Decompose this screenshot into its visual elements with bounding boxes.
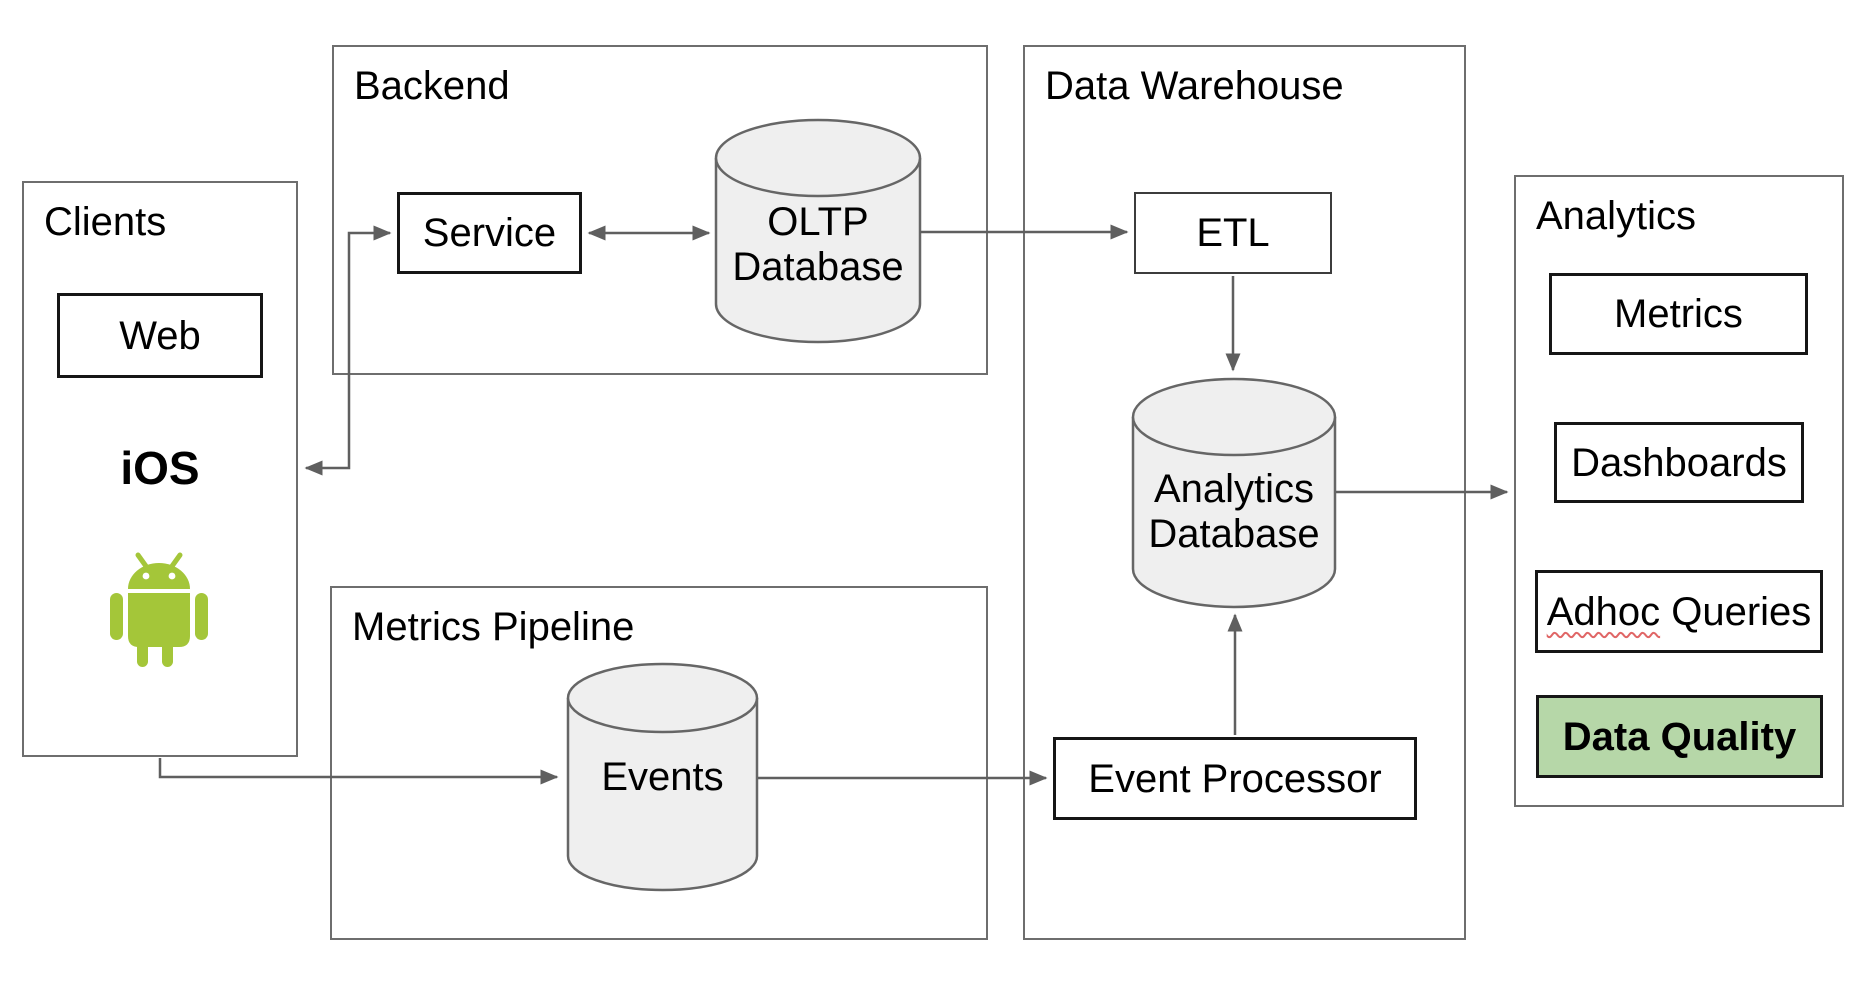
node-metrics: Metrics [1549, 273, 1808, 355]
events-cylinder-label: Events [568, 664, 757, 890]
queries-word: Queries [1671, 589, 1812, 634]
event-processor-label: Event Processor [1088, 756, 1382, 801]
data-warehouse-group-label: Data Warehouse [1045, 64, 1344, 108]
node-etl: ETL [1134, 192, 1332, 274]
analytics-db-label-line1: Analytics [1153, 467, 1315, 511]
analytics-database-cylinder [1131, 377, 1337, 609]
analytics-database-label: Analytics Database [1133, 417, 1335, 607]
node-dashboards: Dashboards [1554, 422, 1804, 503]
node-event-processor: Event Processor [1053, 737, 1417, 820]
node-service: Service [397, 192, 582, 274]
oltp-label-line1: OLTP [767, 200, 869, 244]
container-metrics-pipeline: Metrics Pipeline [330, 586, 988, 940]
metrics-label: Metrics [1614, 292, 1743, 336]
connector-clients-events [158, 758, 559, 785]
events-label: Events [601, 754, 724, 799]
adhoc-word-misspelled: Adhoc [1546, 589, 1661, 634]
etl-label: ETL [1196, 211, 1270, 255]
backend-group-label: Backend [354, 64, 510, 108]
clients-group-label: Clients [44, 200, 167, 244]
container-analytics: Analytics [1514, 175, 1844, 807]
metrics-pipeline-group-label: Metrics Pipeline [352, 605, 635, 649]
connector-clients-service [304, 225, 392, 476]
ios-label: iOS [120, 442, 200, 494]
oltp-database-cylinder [714, 118, 922, 344]
android-icon [110, 552, 208, 667]
node-adhoc-queries: Adhoc Queries [1535, 570, 1823, 653]
data-quality-label: Data Quality [1562, 714, 1797, 759]
oltp-database-label: OLTP Database [716, 148, 920, 342]
adhoc-queries-label: Adhoc Queries [1547, 590, 1812, 634]
analytics-db-label-line2: Database [1148, 512, 1320, 556]
node-web: Web [57, 293, 263, 378]
oltp-label-line2: Database [732, 245, 904, 289]
events-cylinder [566, 662, 759, 892]
service-label: Service [422, 211, 557, 255]
node-data-quality: Data Quality [1536, 695, 1823, 778]
web-label: Web [119, 313, 201, 358]
dashboards-label: Dashboards [1571, 440, 1787, 485]
analytics-group-label: Analytics [1536, 194, 1697, 238]
container-backend: Backend [332, 45, 988, 375]
container-clients: Clients [22, 181, 298, 757]
